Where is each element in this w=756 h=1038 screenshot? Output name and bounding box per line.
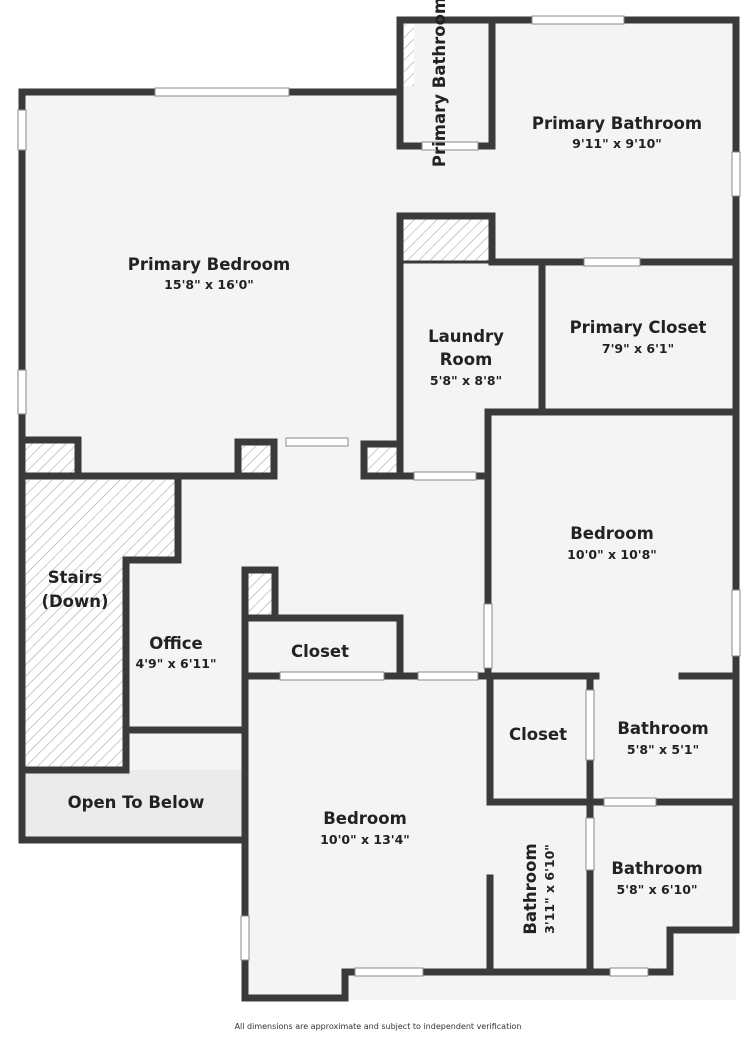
closet-right-name: Closet bbox=[509, 725, 567, 744]
primary-closet-name: Primary Closet bbox=[570, 318, 707, 337]
windows bbox=[17, 15, 741, 977]
bath-right-lower-name: Bathroom bbox=[611, 859, 702, 878]
bath-right-upper-dims: 5'8" x 5'1" bbox=[627, 742, 699, 757]
disclaimer: All dimensions are approximate and subje… bbox=[234, 1022, 522, 1031]
laundry-dims: 5'8" x 8'8" bbox=[430, 373, 502, 388]
bedroom-lower-dims: 10'0" x 13'4" bbox=[320, 832, 410, 847]
laundry-name-line1: Laundry bbox=[428, 327, 504, 346]
primary-bath-dims: 9'11" x 9'10" bbox=[572, 136, 662, 151]
bedroom-lower-name: Bedroom bbox=[323, 809, 407, 828]
primary-bath-name: Primary Bathroom bbox=[532, 114, 702, 133]
bath-right-lower-dims: 5'8" x 6'10" bbox=[617, 882, 698, 897]
primary-closet-dims: 7'9" x 6'1" bbox=[602, 341, 674, 356]
office-dims: 4'9" x 6'11" bbox=[136, 656, 217, 671]
bath-vertical-dims: 3'11" x 6'10" bbox=[542, 844, 557, 934]
bath-vertical-name: Bathroom bbox=[521, 843, 540, 934]
primary-bedroom-dims: 15'8" x 16'0" bbox=[164, 277, 254, 292]
laundry-name-line2: Room bbox=[440, 350, 493, 369]
room-labels: Primary Bathroom Primary Bathroom 9'11" … bbox=[41, 0, 708, 935]
open-to-below-name: Open To Below bbox=[68, 793, 205, 812]
stairs-name-line2: (Down) bbox=[41, 592, 108, 611]
office-name: Office bbox=[149, 634, 202, 653]
open-to-below-area bbox=[22, 770, 245, 840]
primary-bedroom-name: Primary Bedroom bbox=[128, 255, 290, 274]
primary-bath-small-name: Primary Bathroom bbox=[430, 0, 449, 167]
stairs-name-line1: Stairs bbox=[48, 568, 103, 587]
bedroom-right-name: Bedroom bbox=[570, 524, 654, 543]
stairs-area bbox=[22, 480, 178, 770]
bedroom-right-dims: 10'0" x 10'8" bbox=[567, 547, 657, 562]
closet-mid-name: Closet bbox=[291, 642, 349, 661]
bath-right-upper-name: Bathroom bbox=[617, 719, 708, 738]
